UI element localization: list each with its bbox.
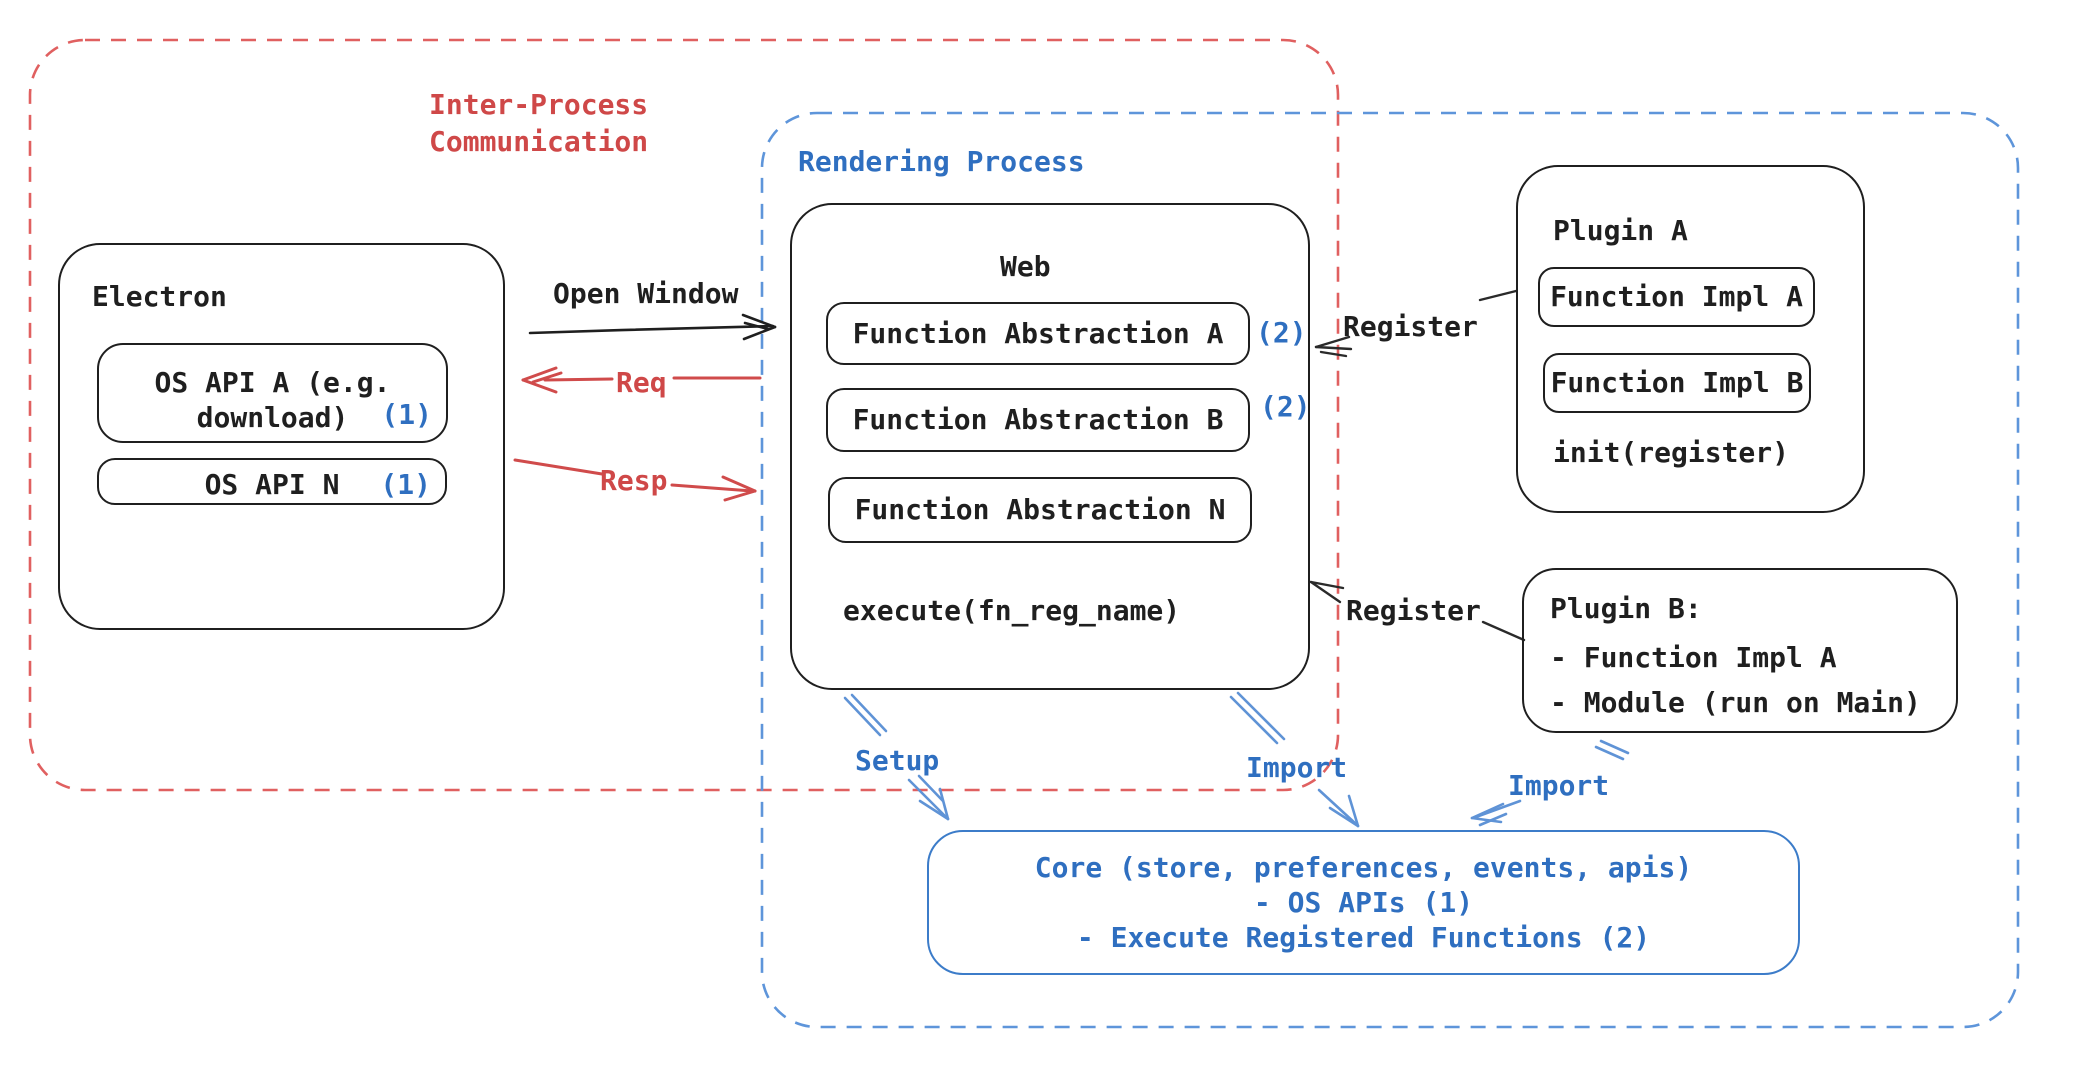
fn-impl-a-label: Function Impl A [1550,280,1803,313]
fn-impl-a-box: Function Impl A [1538,267,1815,327]
os-api-a-badge: (1) [381,398,432,431]
ipc-dashed-region [28,38,1340,792]
plugin-a-box [1516,165,1865,513]
web-title: Web [1000,250,1051,283]
register-plugin-b-label: Register [1346,594,1481,627]
req-arrow [521,366,762,394]
core-box: Core (store, preferences, events, apis) … [927,830,1800,975]
rendering-region-label: Rendering Process [798,145,1085,178]
init-call-label: init(register) [1553,436,1790,469]
register-plugin-a-label: Register [1343,310,1478,343]
fn-abstraction-n-box: Function Abstraction N [828,477,1252,543]
os-api-n-box: OS API N (1) [97,458,447,505]
fn-abstraction-n-label: Function Abstraction N [854,493,1226,526]
os-api-n-label: OS API N [204,468,340,501]
register-plugin-b-arrow [1309,580,1526,642]
ipc-region-label: Inter-Process Communication [429,88,649,158]
execute-call-label: execute(fn_reg_name) [843,594,1181,627]
resp-label: Resp [600,464,668,497]
register-plugin-a-arrow [1314,289,1518,358]
fn-abstraction-b-box: Function Abstraction B [826,388,1250,452]
core-line-1: Core (store, preferences, events, apis) [1034,850,1693,884]
electron-box [58,243,505,630]
web-box [790,203,1310,690]
fn-abstraction-b-badge: (2) [1260,390,1311,423]
plugin-b-box [1522,568,1958,733]
fn-impl-b-label: Function Impl B [1550,366,1804,399]
os-api-a-box: OS API A (e.g. download) (1) [97,343,448,443]
plugin-b-item-2: - Module (run on Main) [1550,686,1921,719]
import-web-arrow [1229,691,1360,828]
req-label: Req [616,366,667,399]
import-plugin-b-label: Import [1508,769,1610,802]
electron-title: Electron [92,280,227,313]
open-window-arrow [528,313,777,341]
plugin-b-item-1: - Function Impl A [1550,641,1837,674]
fn-abstraction-b-label: Function Abstraction B [852,403,1224,436]
import-web-label: Import [1246,751,1348,784]
rendering-dashed-region [760,111,2020,1029]
fn-impl-b-box: Function Impl B [1543,353,1811,413]
import-plugin-b-arrow [1470,739,1630,827]
fn-abstraction-a-badge: (2) [1256,316,1307,349]
setup-arrow [843,693,950,821]
os-api-a-label-line1: OS API A (e.g. [154,366,391,399]
plugin-a-title: Plugin A [1553,214,1688,247]
core-line-3: - Execute Registered Functions (2) [1076,920,1651,954]
os-api-n-badge: (1) [380,468,431,501]
plugin-b-title: Plugin B: [1550,592,1702,625]
fn-abstraction-a-label: Function Abstraction A [852,316,1224,350]
os-api-a-label-line2: download) [196,401,349,434]
core-line-2: - OS APIs (1) [1253,885,1474,919]
fn-abstraction-a-box: Function Abstraction A [826,302,1250,365]
setup-label: Setup [855,744,940,777]
open-window-label: Open Window [553,277,739,310]
resp-arrow [513,458,757,502]
